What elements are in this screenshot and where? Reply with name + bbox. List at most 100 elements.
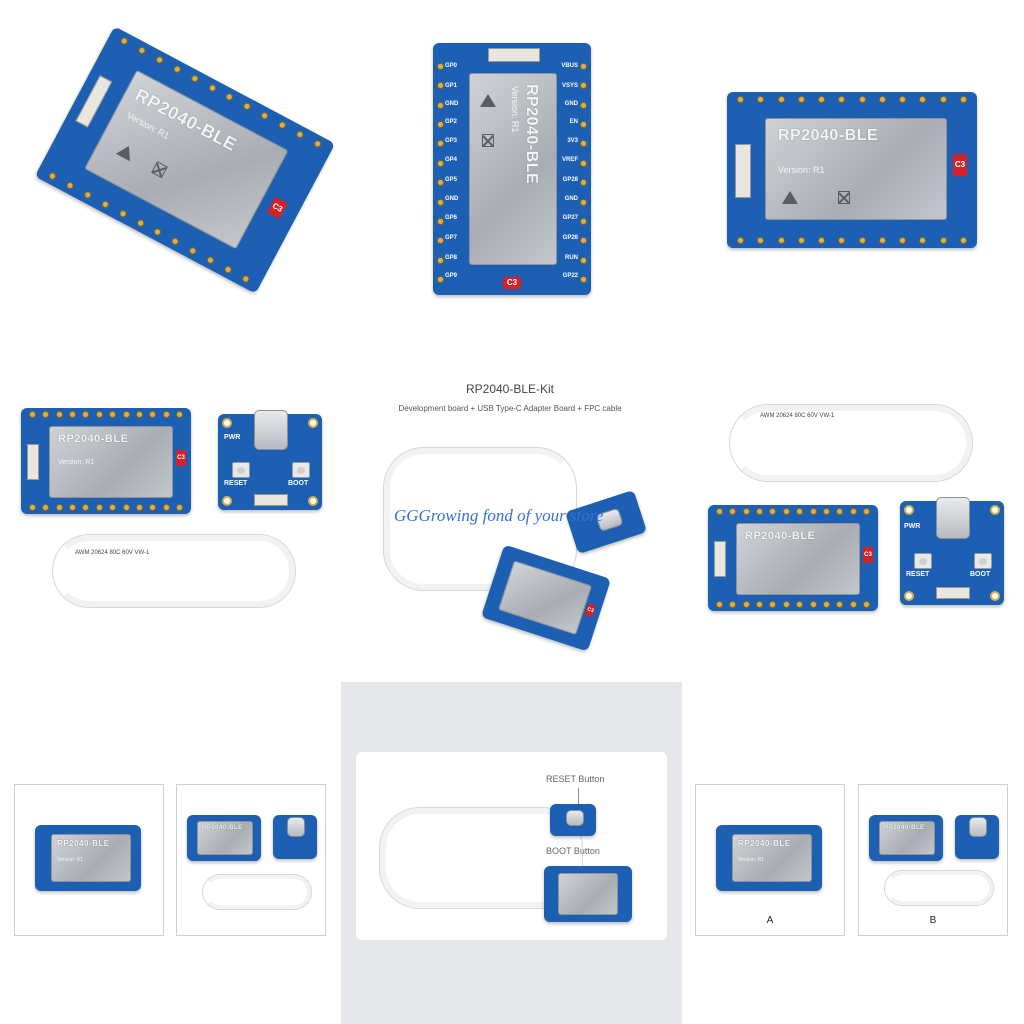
pin-label-right-0: VBUS xyxy=(561,63,578,69)
usb-c-adapter-board xyxy=(273,815,317,859)
usb-c-port xyxy=(969,817,987,837)
board-mini: RP2040-BLE xyxy=(869,815,943,861)
kit-subtitle: Development board + USB Type-C Adapter B… xyxy=(398,404,622,413)
mount-hole xyxy=(904,505,914,515)
c3-tag: C3 xyxy=(266,196,288,220)
product-view-tilted[interactable]: RP2040-BLE Version: R1 C3 xyxy=(20,26,340,320)
fpc-connector xyxy=(75,75,113,128)
usb-c-port xyxy=(287,817,305,837)
fpc-cable xyxy=(730,405,972,481)
mount-hole xyxy=(990,505,1000,515)
pin-label-left-1: GP1 xyxy=(445,83,458,89)
boot-label: BOOT xyxy=(288,480,309,487)
board-title: RP2040-BLE xyxy=(57,839,110,848)
pin-label-right-7: GND xyxy=(564,196,578,202)
reset-label: RESET xyxy=(224,480,248,487)
board-small: RP2040-BLE Version: R1 C3 xyxy=(21,408,191,514)
board-title: RP2040-BLE xyxy=(523,84,540,185)
kit-title: RP2040-BLE-Kit xyxy=(465,382,555,396)
board-version: Version: R1 xyxy=(510,86,520,133)
pin-column-right xyxy=(580,63,587,283)
reset-button xyxy=(232,462,250,478)
c3-tag: C3 xyxy=(584,603,597,618)
esd-warning-icon xyxy=(115,142,137,162)
c3-tag: C3 xyxy=(503,277,521,289)
cable-print: AWM 20624 80C 60V VW-1 xyxy=(760,413,835,419)
usb-c-adapter-board xyxy=(550,804,596,836)
product-view-vertical[interactable]: GP0 GP1 GND GP2 GP3 GP4 GP5 GND GP6 GP7 … xyxy=(430,40,595,300)
kit-view-center[interactable]: RP2040-BLE-Kit Development board + USB T… xyxy=(360,370,660,670)
pin-column-left xyxy=(437,63,444,283)
pin-label-left-4: GP3 xyxy=(445,138,458,144)
fpc-connector xyxy=(254,494,288,506)
fpc-connector xyxy=(936,587,970,599)
rf-shield: RP2040-BLE Version: R1 xyxy=(49,426,173,498)
store-watermark: GGGrowing fond of your store xyxy=(394,506,604,525)
pin-label-left-6: GP5 xyxy=(445,177,458,183)
esd-warning-icon xyxy=(480,94,496,107)
board-tilted: RP2040-BLE Version: R1 C3 xyxy=(34,26,336,294)
rf-shield xyxy=(498,560,593,636)
board-title: RP2040-BLE xyxy=(745,530,816,542)
board-title: RP2040-BLE xyxy=(58,433,129,445)
rf-shield: RP2040-BLE xyxy=(879,821,935,855)
rf-shield: RP2040-BLE Version: R1 xyxy=(84,69,289,250)
rf-shield: RP2040-BLE Version: R1 xyxy=(765,118,947,220)
pin-label-left-10: GP8 xyxy=(445,255,458,261)
pin-label-right-8: GP27 xyxy=(562,215,578,221)
pin-row-top xyxy=(737,96,967,103)
pin-row-bottom xyxy=(716,601,870,608)
pin-label-right-4: 3V3 xyxy=(567,138,578,144)
board-small: RP2040-BLE C3 xyxy=(708,505,878,611)
rf-shield: RP2040-BLE xyxy=(197,821,253,855)
option-b-label: B xyxy=(929,915,937,926)
kit-view-left[interactable]: RP2040-BLE Version: R1 C3 PWR RESET BOOT… xyxy=(15,400,335,620)
boot-label: BOOT xyxy=(970,571,991,578)
kit-view-right[interactable]: AWM 20624 80C 60V VW-1 RP2040-BLE C3 PWR… xyxy=(700,395,1015,620)
cable-print: AWM 20624 80C 60V VW-1 xyxy=(75,550,150,556)
product-view-horizontal[interactable]: RP2040-BLE Version: R1 C3 xyxy=(725,90,980,250)
rf-shield: RP2040-BLE Version: R1 xyxy=(732,834,812,882)
board-small: C3 xyxy=(480,544,612,652)
option-a-frame[interactable]: RP2040-BLE Version: R1 A xyxy=(695,784,845,936)
mount-hole xyxy=(222,418,232,428)
reset-button xyxy=(914,553,932,569)
rf-shield: RP2040-BLE xyxy=(736,523,860,595)
boot-button xyxy=(974,553,992,569)
reset-callout-line xyxy=(578,788,579,808)
pin-label-right-2: GND xyxy=(564,101,578,107)
pin-row-top xyxy=(29,411,183,418)
board-title: RP2040-BLE xyxy=(738,839,791,848)
board-horizontal: RP2040-BLE Version: R1 C3 xyxy=(727,92,977,248)
thumb-frame-kit[interactable]: RP2040-BLE xyxy=(176,784,326,936)
board-version: Version: R1 xyxy=(778,165,825,175)
reset-label: RESET xyxy=(906,571,930,578)
boot-callout: BOOT Button xyxy=(546,846,600,856)
esd-warning-icon xyxy=(782,191,798,204)
option-a-label: A xyxy=(766,915,774,926)
fpc-connector xyxy=(714,541,726,577)
fpc-cable xyxy=(53,535,295,607)
board-version: Version: R1 xyxy=(57,857,83,863)
pin-label-right-6: GP28 xyxy=(562,177,578,183)
board-mini: RP2040-BLE Version: R1 xyxy=(716,825,822,891)
rf-shield xyxy=(558,873,618,915)
board-vertical: GP0 GP1 GND GP2 GP3 GP4 GP5 GND GP6 GP7 … xyxy=(433,43,591,295)
c3-tag: C3 xyxy=(863,547,873,563)
pin-label-left-3: GP2 xyxy=(445,119,458,125)
pin-row-bottom xyxy=(737,237,967,244)
board-mini xyxy=(544,866,632,922)
pwr-label: PWR xyxy=(224,434,241,441)
pin-label-left-5: GP4 xyxy=(445,157,458,163)
pin-label-right-1: VSYS xyxy=(561,83,578,89)
fpc-cable xyxy=(203,875,311,909)
option-b-frame[interactable]: RP2040-BLE B xyxy=(858,784,1008,936)
pin-label-left-0: GP0 xyxy=(445,63,458,69)
usb-c-adapter-board: PWR RESET BOOT xyxy=(218,410,322,510)
pin-label-left-2: GND xyxy=(445,101,459,107)
thumb-frame-board[interactable]: RP2040-BLE Version: R1 xyxy=(14,784,164,936)
callout-panel[interactable]: RESET Button BOOT Button xyxy=(341,682,682,1024)
pin-label-left-7: GND xyxy=(445,196,459,202)
callout-card: RESET Button BOOT Button xyxy=(356,752,667,940)
mount-hole xyxy=(222,496,232,506)
